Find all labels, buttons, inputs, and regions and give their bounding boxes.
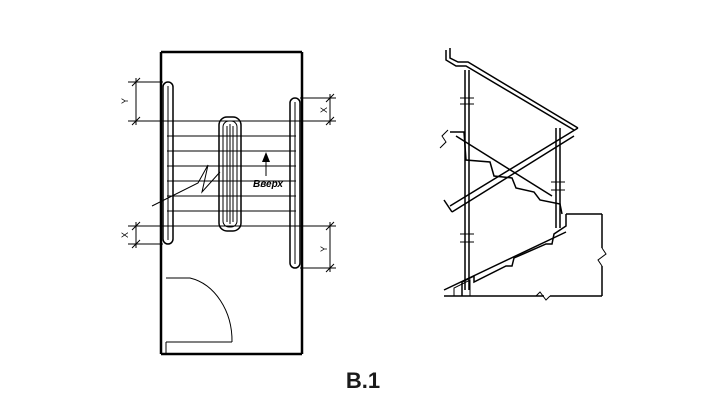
dimension-x-right xyxy=(296,93,336,126)
dimension-y-right xyxy=(296,221,336,273)
stairwell-walls xyxy=(159,50,304,356)
dimension-y-left xyxy=(128,77,167,126)
right-wall-handrail xyxy=(289,97,301,269)
lower-handrail xyxy=(443,127,579,213)
floor-slab xyxy=(444,213,607,301)
post-ticks xyxy=(460,97,565,243)
dimension-x-right-label: X xyxy=(319,107,329,113)
dimension-y-right-label: Y xyxy=(319,246,329,252)
left-wall-handrail xyxy=(162,81,174,245)
direction-arrow xyxy=(262,152,270,176)
direction-label: Вверх xyxy=(253,179,283,190)
dimension-y-left-label: Y xyxy=(120,98,130,104)
lower-stair-flight xyxy=(443,214,567,296)
stair-plan-view: Вверх Y X X xyxy=(120,50,336,356)
upper-handrail xyxy=(445,48,579,131)
dimension-x-left-label: X xyxy=(120,232,130,238)
door-swing-arc xyxy=(166,277,233,343)
central-handrail xyxy=(218,116,242,232)
stair-section-view xyxy=(439,48,607,301)
stair-treads xyxy=(167,120,296,227)
figure-caption: B.1 xyxy=(345,368,381,393)
break-line xyxy=(151,164,221,207)
dimension-x-left xyxy=(128,221,167,249)
